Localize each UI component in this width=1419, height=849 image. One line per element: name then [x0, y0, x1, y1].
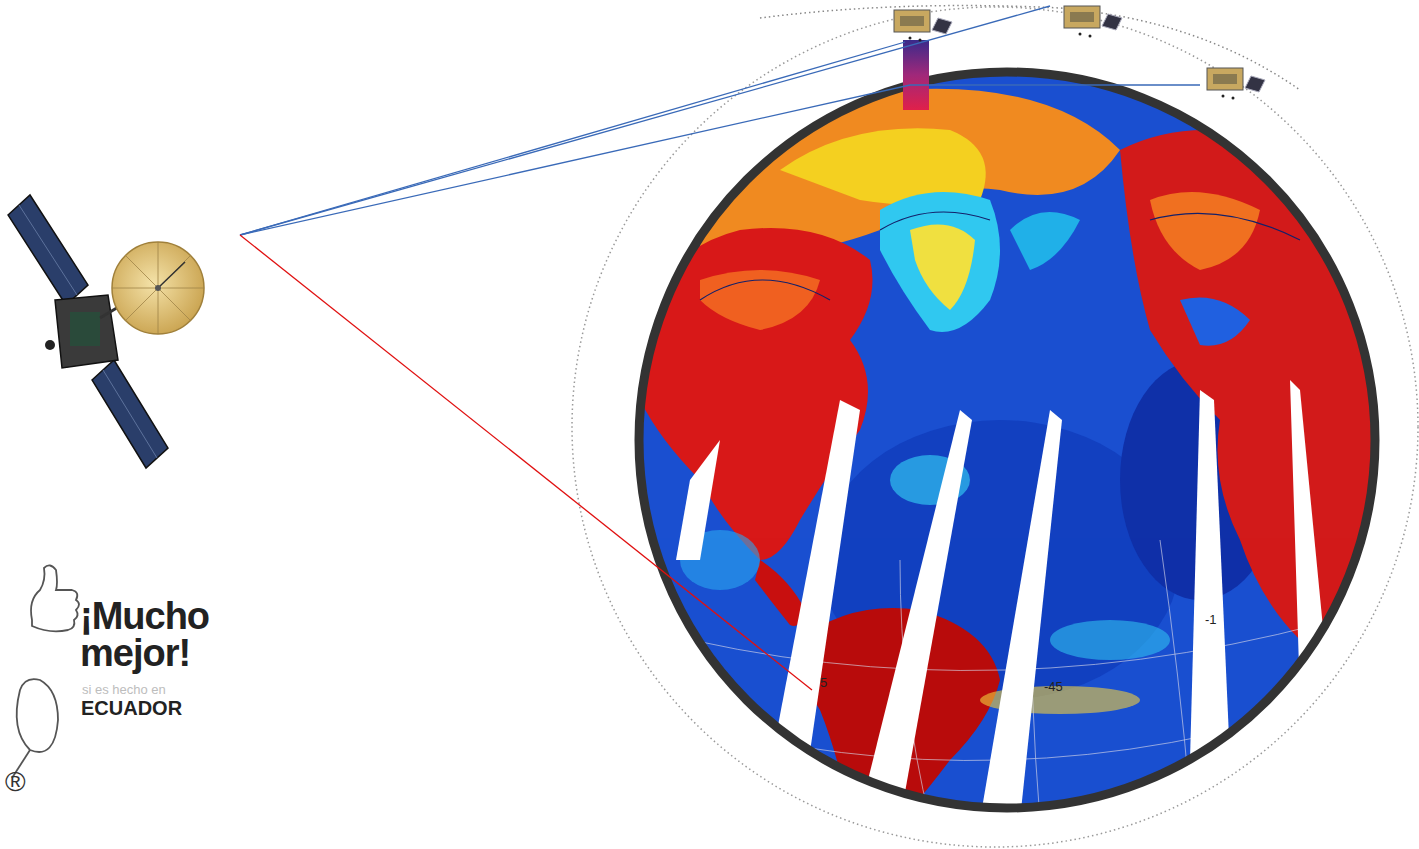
registered-mark: ®	[5, 768, 26, 796]
globe-rim	[639, 72, 1375, 808]
graticule-label: 5	[820, 676, 827, 689]
globe-map	[630, 60, 1390, 820]
logo-country: ECUADOR	[81, 698, 182, 718]
leo-orbit	[760, 6, 1300, 90]
graticule-label: -45	[1044, 680, 1063, 693]
leo-satellites	[894, 6, 1265, 100]
geo-satellite	[8, 195, 204, 468]
profile-bar	[903, 40, 929, 110]
ray-to-ecuador	[240, 235, 812, 690]
logo-slogan: ¡Mucho mejor!	[80, 598, 230, 672]
graticule-label: -1	[1205, 613, 1217, 626]
logo-subtext: si es hecho en	[82, 683, 166, 696]
orbit-ring	[572, 7, 1418, 847]
logo-icon	[12, 565, 79, 778]
ray-lines	[240, 6, 1200, 235]
